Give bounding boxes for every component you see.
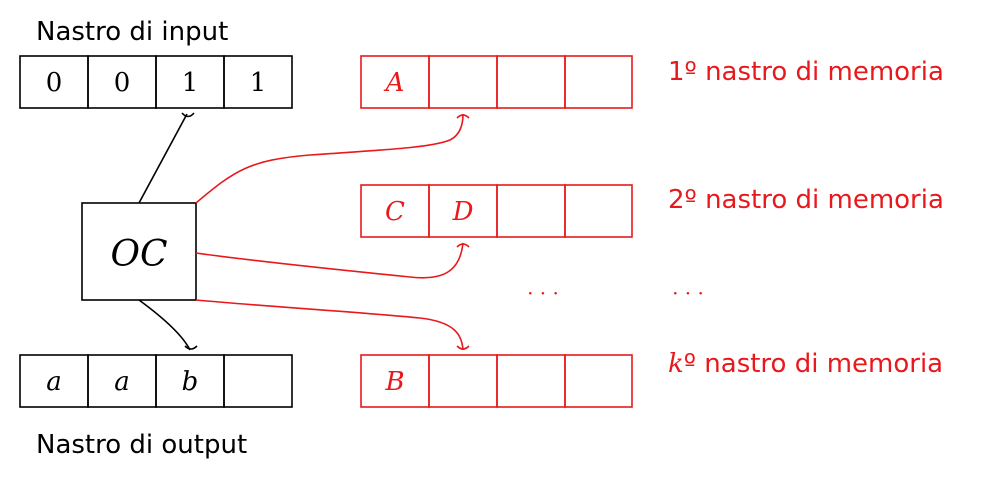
control-to-input-arrow (138, 112, 195, 204)
control-to-memory-2-arrow (195, 242, 470, 279)
control-to-memory-1-arrow (195, 113, 470, 204)
memory-tape-cell (496, 354, 566, 408)
output-tape-cell (223, 354, 293, 408)
control-unit-label: OC (110, 234, 167, 275)
memory-tape-2 (360, 184, 633, 238)
output-tape-symbol: a (114, 367, 130, 397)
input-tape-title: Nastro di input (36, 17, 228, 47)
memory-tape-cell (496, 55, 566, 109)
memory-tape-k-label: kº nastro di memoria (668, 349, 943, 379)
control-to-memory-k-arrow (195, 299, 470, 351)
memory-labels-ellipsis: · · · (672, 281, 704, 305)
output-tape-title: Nastro di output (36, 430, 247, 460)
input-tape-symbol: 1 (250, 68, 267, 98)
memory-tape-symbol: A (384, 68, 405, 98)
memory-tape-cell (564, 184, 633, 238)
memory-tape-k (360, 354, 633, 408)
input-tape (19, 55, 293, 109)
memory-tape-cell (428, 55, 498, 109)
input-tape-symbol: 0 (114, 68, 131, 98)
output-tape-symbol: a (46, 367, 62, 397)
input-tape-symbol: 1 (182, 68, 199, 98)
memory-tape-cell (496, 184, 566, 238)
memory-tape-1-label: 1º nastro di memoria (668, 57, 944, 87)
input-tape-cell (223, 55, 293, 109)
memory-tapes-ellipsis: · · · (527, 281, 559, 305)
memory-tape-symbol: C (385, 197, 405, 227)
output-tape-symbol: b (182, 367, 199, 397)
memory-tape-1 (360, 55, 633, 109)
control-to-output-arrow (138, 299, 198, 351)
memory-tape-cell (428, 354, 498, 408)
input-tape-symbol: 0 (46, 68, 63, 98)
memory-tape-cell (564, 354, 633, 408)
output-tape (19, 354, 293, 408)
memory-tape-symbol: B (384, 367, 404, 397)
memory-tape-cell (564, 55, 633, 109)
memory-tape-2-label: 2º nastro di memoria (668, 185, 944, 215)
memory-tape-symbol: D (452, 197, 474, 227)
